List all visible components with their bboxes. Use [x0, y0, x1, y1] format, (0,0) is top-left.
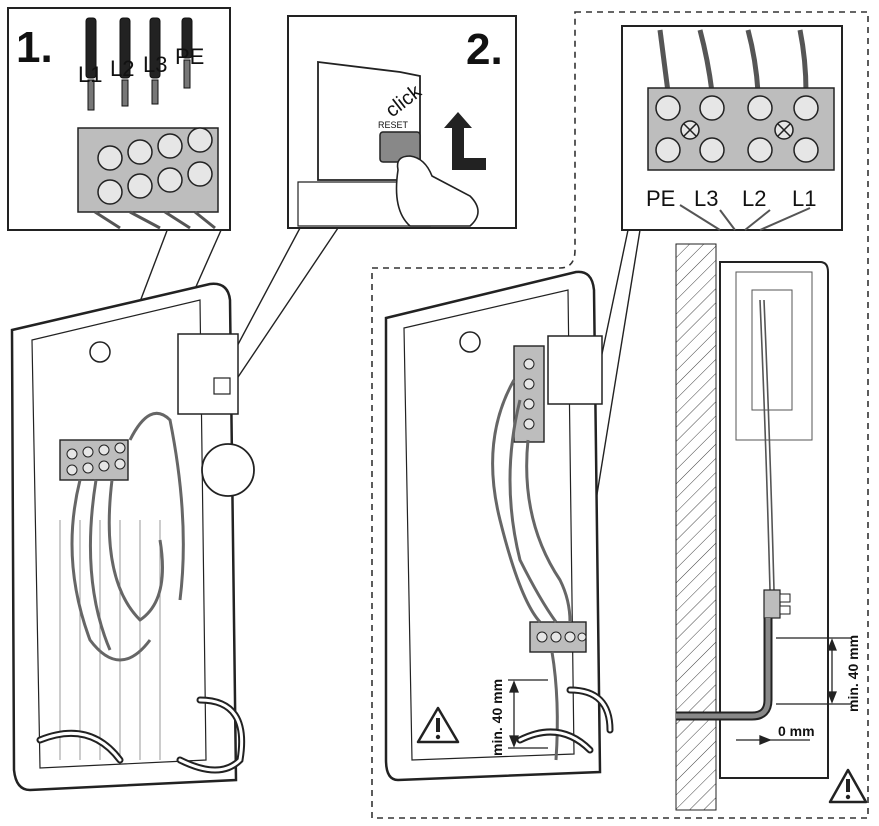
inset-terminal-block: PE L3 L2 L1	[621, 25, 843, 231]
reset-label: RESET	[378, 120, 409, 130]
terminal-label-right: L1	[792, 186, 816, 211]
dashed-frame	[371, 11, 869, 819]
terminal-label-right: L3	[694, 186, 718, 211]
warning-triangle-icon	[416, 706, 460, 744]
inset-step1: 1. L1 L2 L3 PE	[7, 7, 231, 231]
heater-unit-left	[10, 282, 255, 792]
side-section: min. 40 mm 0 mm	[675, 243, 861, 811]
terminal-label-top: PE	[175, 44, 204, 69]
terminal-label-top: L2	[110, 56, 134, 81]
terminal-label-top: L1	[78, 62, 102, 87]
terminal-label-right: PE	[646, 186, 675, 211]
heater-unit-middle: min. 40 mm	[384, 270, 614, 782]
dimension-min-40-a: min. 40 mm	[489, 679, 505, 756]
dimension-min-40-b: min. 40 mm	[845, 635, 861, 712]
step1-number: 1.	[16, 23, 53, 72]
warning-triangle-icon	[828, 768, 868, 804]
terminal-label-top: L3	[143, 52, 167, 77]
terminal-label-right: L2	[742, 186, 766, 211]
inset-step2: RESET click 2.	[287, 15, 517, 229]
step2-number: 2.	[466, 25, 503, 74]
dimension-zero-mm: 0 mm	[778, 723, 815, 739]
